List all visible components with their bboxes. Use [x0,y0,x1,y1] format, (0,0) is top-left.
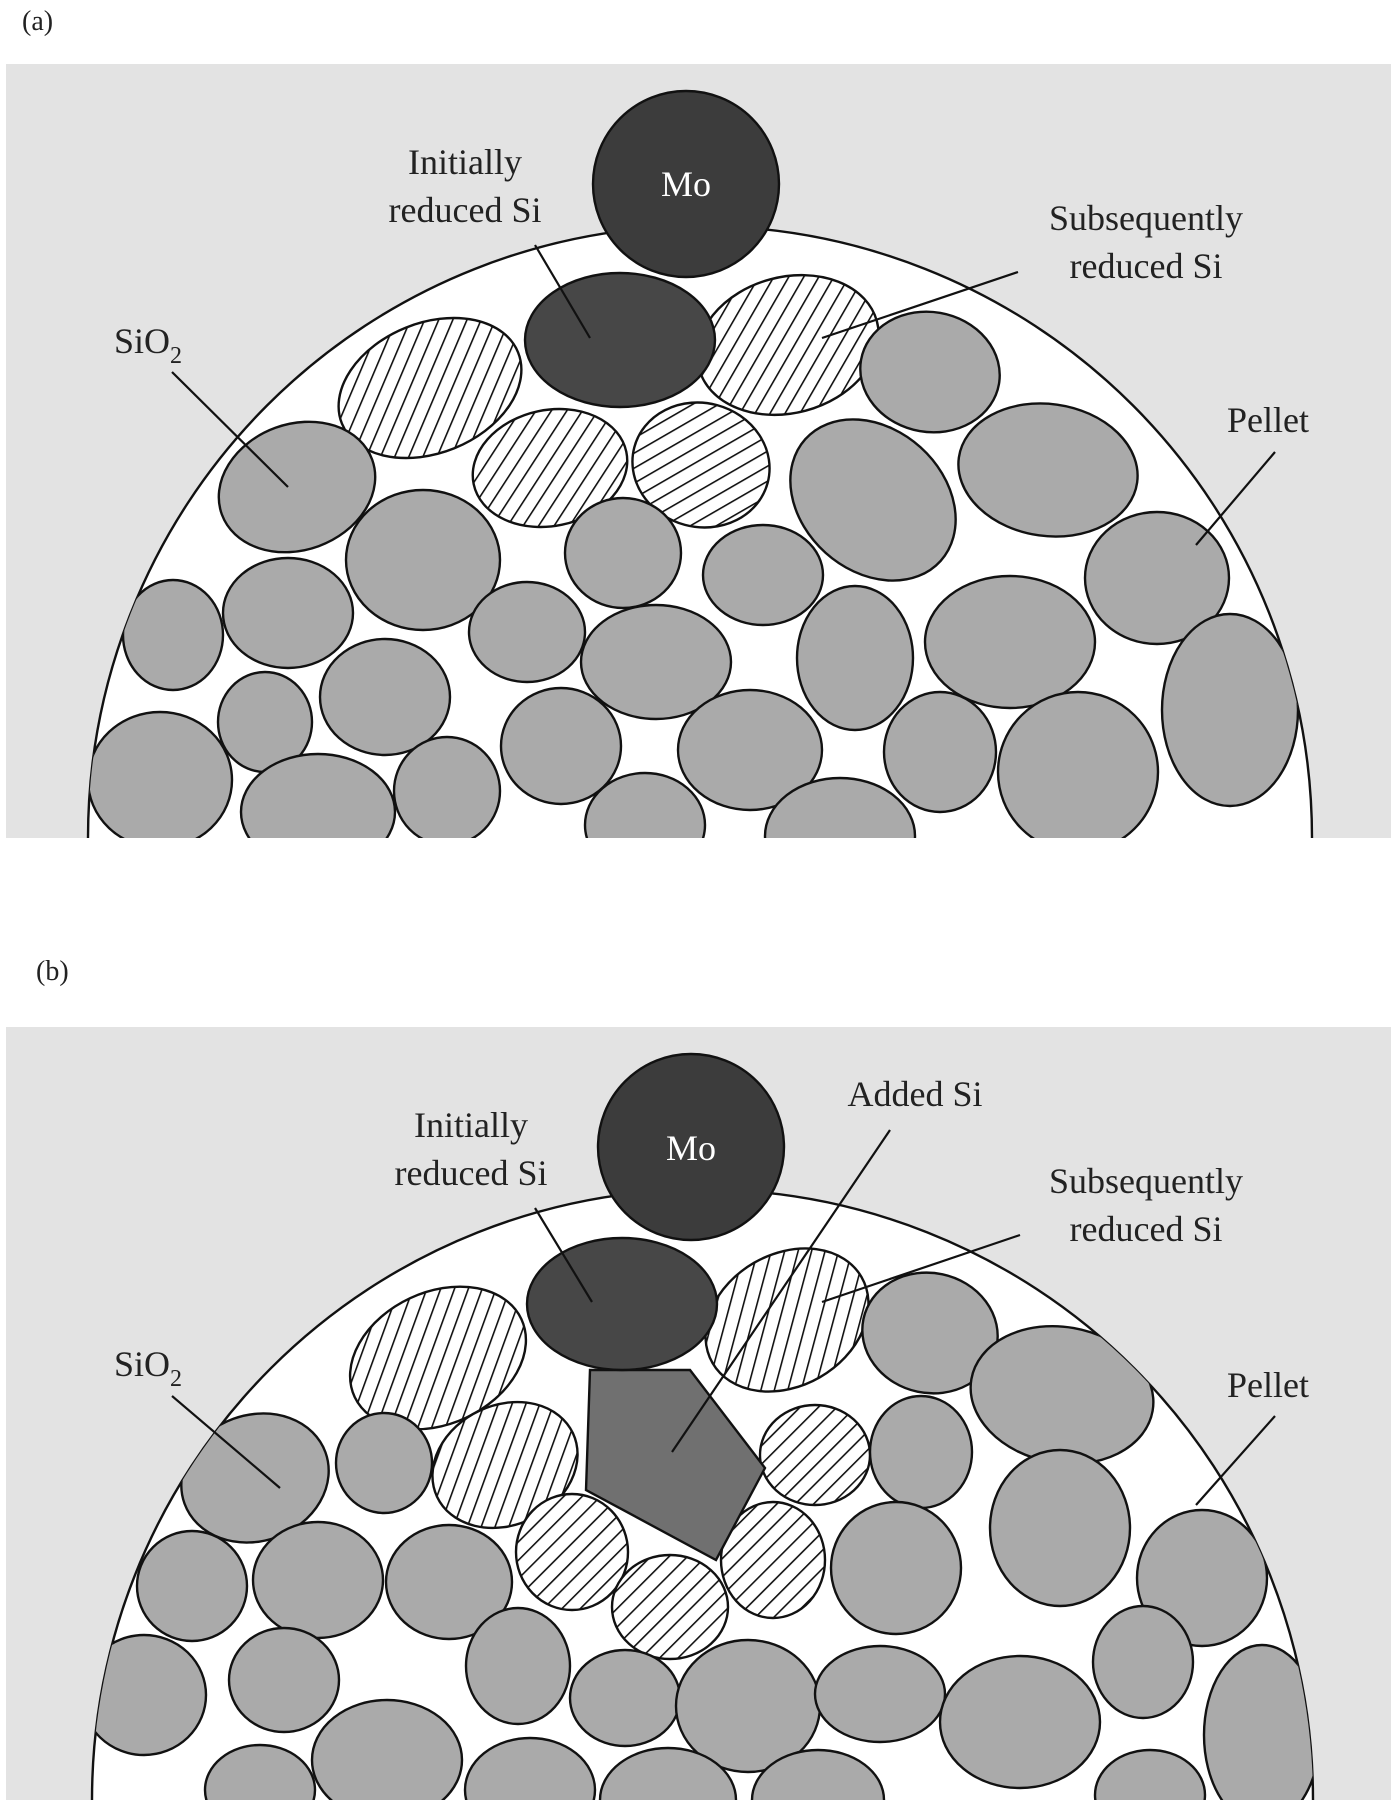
sio2-particle [583,771,707,838]
sio2-particle [310,1698,464,1800]
sio2-leader [171,1395,281,1489]
pellet-leader [1195,451,1276,546]
subsequently-reduced-si-label-line2: reduced Si [1070,246,1223,286]
sio2-particle [1160,612,1300,808]
sio2-particle [227,1626,341,1734]
subsequently-reduced-si-label-line2: reduced Si [1070,1209,1223,1249]
sio2-particle [568,1648,682,1748]
mo-electrode [596,1052,786,1242]
subsequently-reduced-si-particle [471,407,629,529]
sio2-particle [579,603,733,721]
sio2-particle [392,735,502,838]
sio2-particle [1093,1748,1207,1800]
mo-label: Mo [661,164,711,204]
added-si-label: Added Si [848,1074,983,1114]
subsequently-reduced-si-particle [337,316,523,460]
subsequently-reduced-si-particle [610,1553,730,1661]
sio2-particle [88,710,234,838]
sio2-particle [957,402,1139,538]
sio2-particle [384,1523,514,1641]
mo-label: Mo [666,1128,716,1168]
subsequently-reduced-si-particle [514,1492,630,1612]
sio2-particle [344,488,502,632]
sio2-particle [203,1743,317,1800]
panel-b: (b) [6,956,1391,1800]
sio2-particle [763,776,917,838]
sio2-particle [988,1448,1132,1608]
sio2-particle [318,637,452,757]
sio2-particle [598,1746,738,1800]
initially-reduced-si-label-line1: Initially [408,142,522,182]
sio2-particle [217,420,377,554]
panel-b-label: (b) [36,956,69,987]
subsequently-reduced-si-particle [719,1500,827,1620]
sio2-particle [463,1736,597,1800]
sio2-particle [996,690,1160,838]
sio2-particle [563,496,683,610]
subsequently-reduced-si-particle [631,401,771,529]
initially-reduced-si-label-line2: reduced Si [389,190,542,230]
sio2-particle [1091,1604,1195,1720]
sio2-particle [701,523,825,627]
initially-reduced-si-label-line2: reduced Si [395,1153,548,1193]
pellet-b-particles [92,1247,1314,1800]
sio2-particle [789,418,957,582]
initially-reduced-si-leader [534,244,591,339]
sio2-leader [171,371,289,488]
added-si-particle [584,1368,767,1562]
subsequently-reduced-si-leader [821,270,1019,340]
initially-reduced-si-particle [525,1236,719,1372]
sio2-particle [795,584,915,732]
sio2-particle [923,574,1097,710]
sio2-particle [239,752,397,838]
sio2-particle [882,690,998,814]
sio2-particle [750,1748,886,1800]
initially-reduced-si-label-line1: Initially [414,1105,528,1145]
subsequently-reduced-si-label-line1: Subsequently [1049,198,1243,238]
sio2-particle [1083,510,1231,646]
added-si-leader [671,1129,891,1453]
sio2-particle [829,1500,963,1636]
sio2-particle [221,556,355,670]
sio2-particle [499,686,623,806]
initially-reduced-si-particle [523,271,717,409]
sio2-particle [121,578,225,692]
sio2-particle [92,1633,208,1757]
pellet-a-particles [88,273,1300,838]
sio2-particle [859,310,1001,434]
sio2-particle [251,1520,385,1640]
panel-a: (a) [6,6,1391,839]
subsequently-reduced-si-particle [704,1247,870,1393]
subsequently-reduced-si-leader [821,1233,1021,1304]
sio2-particle [938,1654,1102,1790]
panel-a-label: (a) [22,6,53,37]
sio2-label: SiO2 [114,1344,182,1392]
sio2-particle [135,1529,249,1643]
pellet-label: Pellet [1227,1365,1309,1405]
sio2-particle [464,1606,572,1726]
pellet-leader [1195,1415,1276,1506]
sio2-particle [813,1644,947,1744]
initially-reduced-si-leader [534,1207,593,1303]
sio2-particle [467,580,587,684]
sio2-particle [1135,1508,1269,1648]
sio2-particle [334,1411,434,1515]
sio2-particle [868,1394,974,1510]
sio2-label: SiO2 [114,321,182,369]
sio2-particle [1202,1643,1314,1800]
mo-electrode [591,89,781,279]
subsequently-reduced-si-particle [758,1403,872,1507]
sio2-particle [676,688,824,812]
subsequently-reduced-si-label-line1: Subsequently [1049,1161,1243,1201]
pellet-label: Pellet [1227,400,1309,440]
